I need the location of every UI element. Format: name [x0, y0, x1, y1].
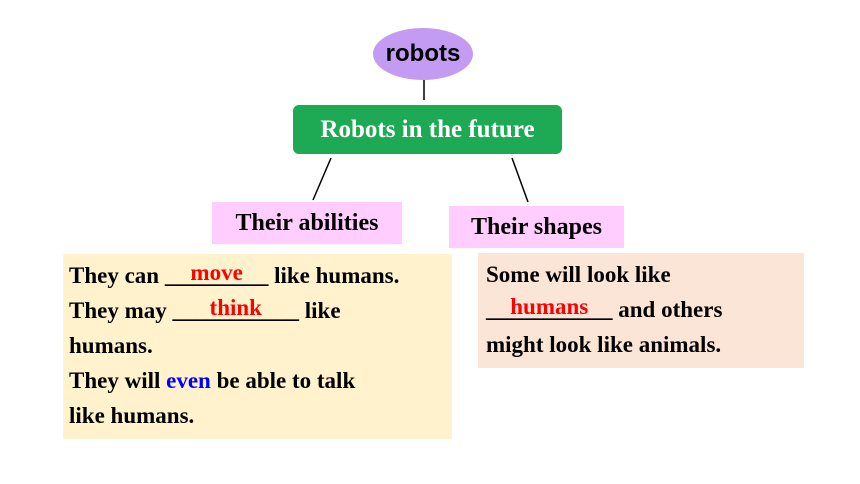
answer-think: think: [209, 295, 262, 320]
shapes-line-2: ___________humans and others: [486, 292, 798, 327]
abilities-l2-pre: They may: [69, 298, 173, 323]
abilities-title: Their abilities: [235, 209, 379, 236]
abilities-l2-post: like: [299, 298, 341, 323]
blank-think: ___________think: [173, 293, 300, 328]
abilities-line-1: They can _________move like humans.: [69, 258, 446, 293]
abilities-line-5: like humans.: [69, 403, 195, 428]
abilities-l1-post: like humans.: [268, 263, 400, 288]
root-node-label: robots: [385, 40, 461, 67]
blank-underline: _________: [164, 263, 269, 288]
shapes-text-box: Some will look like ___________humans an…: [478, 253, 804, 368]
shapes-title: Their shapes: [471, 213, 602, 240]
main-node-label: Robots in the future: [320, 115, 535, 143]
abilities-line-2: They may ___________think like: [69, 293, 446, 328]
shapes-title-box: Their shapes: [449, 206, 624, 248]
connector-main-abilities: [312, 157, 332, 201]
abilities-line-4: They will even be able to talk: [69, 363, 446, 398]
abilities-l4-post: be able to talk: [210, 368, 356, 393]
blank-move: _________move: [165, 258, 269, 293]
abilities-l4-pre: They will: [69, 368, 167, 393]
blank-humans: ___________humans: [486, 292, 613, 327]
abilities-l1-pre: They can: [69, 263, 165, 288]
shapes-line-3: might look like animals.: [486, 332, 722, 357]
blank-underline: ___________: [172, 298, 300, 323]
connector-main-shapes: [511, 157, 529, 203]
abilities-text-box: They can _________move like humans. They…: [63, 254, 452, 439]
shapes-line-1: Some will look like: [486, 262, 671, 287]
root-node-robots: robots: [373, 28, 473, 80]
abilities-title-box: Their abilities: [212, 202, 402, 244]
abilities-line-3: humans.: [69, 333, 153, 358]
blank-underline: ___________: [486, 297, 613, 322]
answer-humans: humans: [510, 294, 589, 319]
shapes-l2-post: and others: [612, 297, 723, 322]
emphasis-even: even: [166, 368, 211, 393]
answer-move: move: [190, 260, 243, 285]
main-node: Robots in the future: [293, 105, 562, 154]
